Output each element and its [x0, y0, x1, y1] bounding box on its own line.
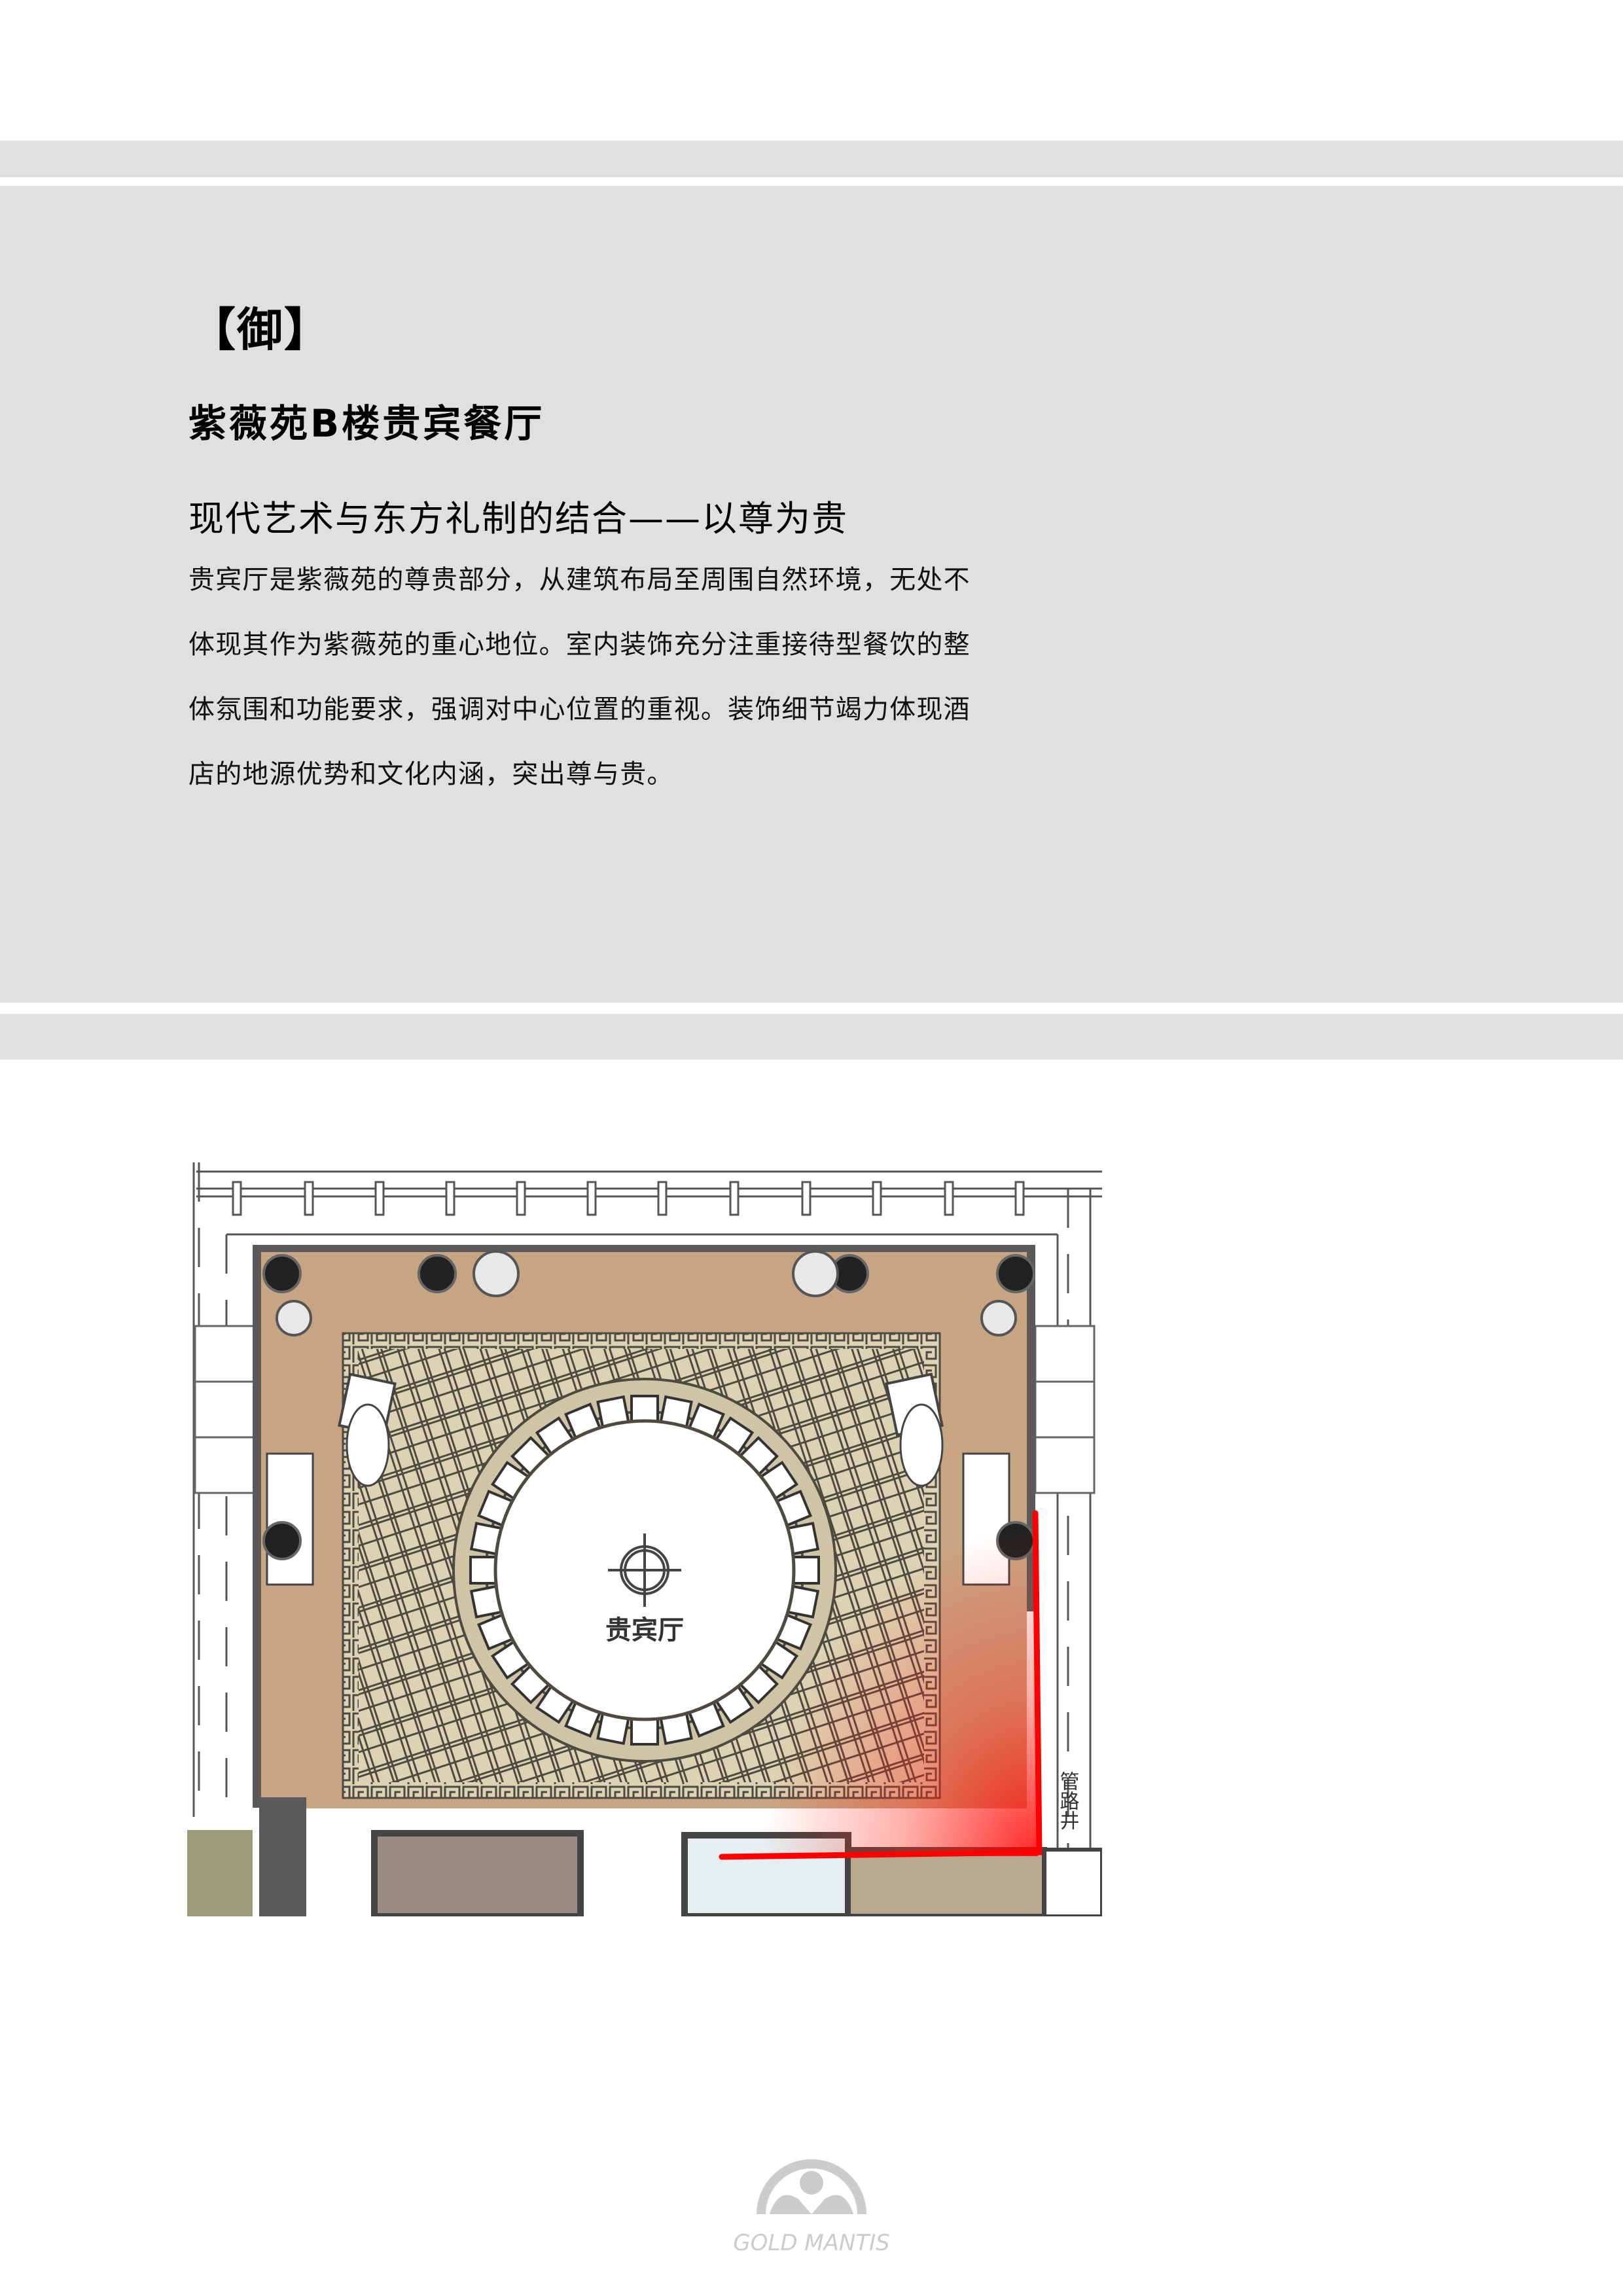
chair: [630, 1717, 659, 1746]
tagline: 现代艺术与东方礼制的结合——以尊为贵: [188, 498, 848, 539]
plant-pots: [276, 1250, 1017, 1336]
side-table-left: [346, 1403, 390, 1487]
section-mark: 【御】: [190, 303, 331, 357]
intro-paragraph: 贵宾厅是紫薇苑的尊贵部分，从建筑布局至周围自然环境，无处不 体现其作为紫薇苑的重…: [188, 560, 1157, 819]
shaft-room: [846, 1847, 1047, 1916]
divider-band: [0, 1014, 1623, 1060]
center-crosshair-icon: [608, 1534, 681, 1607]
shaft-label: 管路井: [1056, 1771, 1079, 1830]
sofa-left: [266, 1452, 314, 1586]
paragraph-line: 店的地源优势和文化内涵，突出尊与贵。: [188, 759, 674, 789]
side-room: [371, 1830, 584, 1916]
west-wall: [253, 1245, 262, 1808]
room-label: 贵宾厅: [605, 1615, 684, 1645]
chair: [630, 1395, 659, 1424]
gold-mantis-logo: GOLD MANTIS: [733, 2159, 890, 2256]
hall-title: 紫薇苑B楼贵宾餐厅: [188, 401, 545, 446]
paragraph-line: 体现其作为紫薇苑的重心地位。室内装饰充分注重接待型餐饮的整: [188, 630, 971, 660]
banquet-table: 贵宾厅: [452, 1378, 837, 1763]
exterior-railing: [192, 1162, 1102, 1869]
intro-panel: [0, 186, 1623, 1003]
logo-text: GOLD MANTIS: [733, 2230, 889, 2256]
wall-block: [259, 1797, 306, 1916]
mantis-icon: [757, 2159, 866, 2214]
green-room: [187, 1830, 253, 1916]
header-band-top: [0, 141, 1623, 177]
floor-plan: 贵宾厅 管路井: [187, 1162, 1102, 1916]
side-table-right: [899, 1403, 944, 1487]
north-wall: [253, 1245, 1035, 1254]
highlight-outline: [719, 1510, 1043, 1860]
paragraph-line: 贵宾厅是紫薇苑的尊贵部分，从建筑布局至周围自然环境，无处不: [188, 565, 971, 595]
highlight-glow: [763, 1529, 1038, 1856]
chair: [469, 1556, 498, 1585]
paragraph-line: 体氛围和功能要求，强调对中心位置的重视。装饰细节竭力体现酒: [188, 694, 971, 725]
